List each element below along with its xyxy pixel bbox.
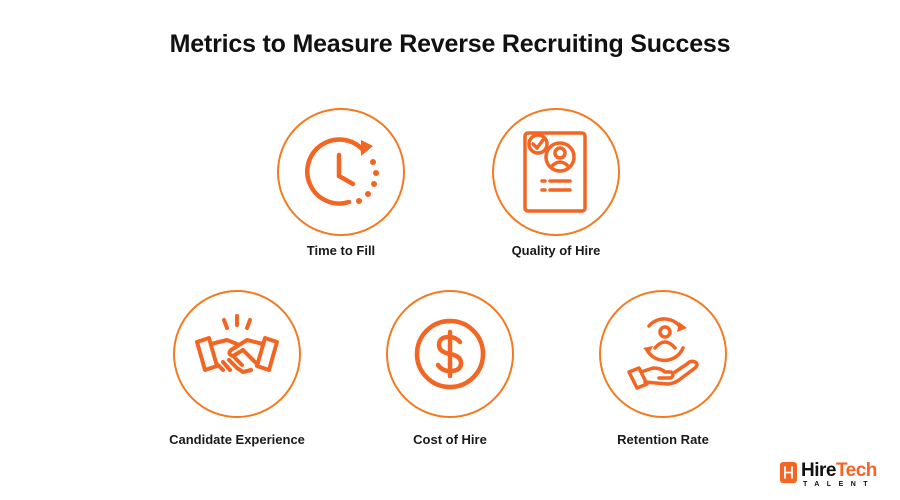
hiretech-logo: HireTech TALENT (780, 460, 892, 490)
clock-icon (305, 137, 379, 206)
dollar-icon (414, 318, 486, 390)
retention-rate-label: Retention Rate (617, 432, 709, 447)
time-to-fill-label: Time to Fill (306, 243, 376, 258)
handshake-icon (195, 314, 279, 374)
time-to-fill-circle (277, 108, 405, 236)
logo-mark-icon (780, 462, 797, 483)
resume-check-icon (523, 131, 587, 213)
cost-of-hire-label: Cost of Hire (413, 432, 487, 447)
page-title: Metrics to Measure Reverse Recruiting Su… (169, 30, 731, 58)
cost-of-hire-circle (386, 290, 514, 418)
logo-wordmark: HireTech (801, 460, 877, 482)
retention-rate-circle (599, 290, 727, 418)
retention-hand-icon (627, 317, 699, 390)
candidate-experience-label: Candidate Experience (169, 432, 305, 447)
logo-tech: Tech (835, 460, 877, 481)
logo-hire: Hire (801, 460, 836, 481)
quality-of-hire-label: Quality of Hire (511, 243, 601, 258)
quality-of-hire-circle (492, 108, 620, 236)
logo-subtitle: TALENT (803, 481, 876, 488)
candidate-experience-circle (173, 290, 301, 418)
